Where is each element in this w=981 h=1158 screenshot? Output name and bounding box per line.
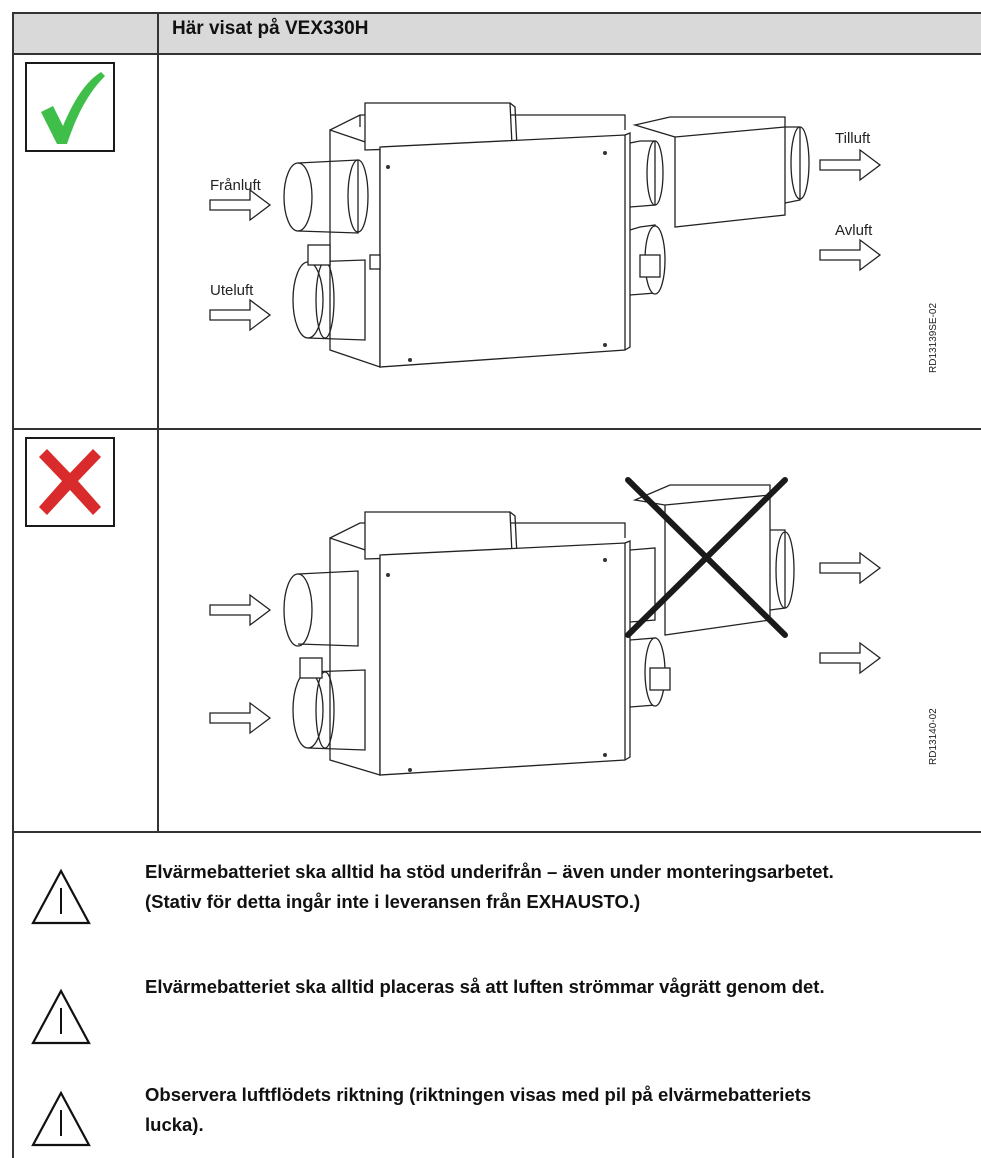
label-uteluft: Uteluft xyxy=(210,282,254,299)
warning-text-horizontal: Elvärmebatteriet ska alltid placeras så … xyxy=(145,972,965,1002)
row-divider xyxy=(12,428,981,430)
label-tilluft: Tilluft xyxy=(835,130,871,147)
status-incorrect-box xyxy=(25,437,115,527)
cross-icon xyxy=(39,449,101,515)
header-divider xyxy=(12,53,981,55)
warning-line: Elvärmebatteriet ska alltid ha stöd unde… xyxy=(145,861,834,882)
drawing-code: RD13140-02 xyxy=(928,708,939,765)
table-border-left xyxy=(12,12,14,1158)
checkmark-icon xyxy=(41,72,105,144)
status-correct-box xyxy=(25,62,115,152)
warning-text-support: Elvärmebatteriet ska alltid ha stöd unde… xyxy=(145,857,965,917)
warning-text-direction: Observera luftflödets riktning (riktning… xyxy=(145,1080,965,1140)
table-header xyxy=(12,12,981,54)
table-border-top xyxy=(12,12,981,14)
warning-line: Elvärmebatteriet ska alltid placeras så … xyxy=(145,976,825,997)
column-divider xyxy=(157,12,159,832)
warning-icon xyxy=(31,868,91,925)
header-title: Här visat på VEX330H xyxy=(172,18,369,39)
row-divider xyxy=(12,831,981,833)
figure-correct-installation: Frånluft Uteluft Tilluft Avluft RD13139S… xyxy=(209,102,939,373)
figure-incorrect-installation: RD13140-02 xyxy=(209,477,939,776)
warning-line: (Stativ för detta ingår inte i leveranse… xyxy=(145,891,641,912)
warning-line: lucka). xyxy=(145,1114,204,1135)
drawing-code: RD13139SE-02 xyxy=(928,303,939,373)
warning-icon xyxy=(31,1090,91,1147)
warning-icon xyxy=(31,988,91,1045)
label-franluft: Frånluft xyxy=(210,177,262,194)
warning-line: Observera luftflödets riktning (riktning… xyxy=(145,1084,812,1105)
label-avluft: Avluft xyxy=(835,222,873,239)
